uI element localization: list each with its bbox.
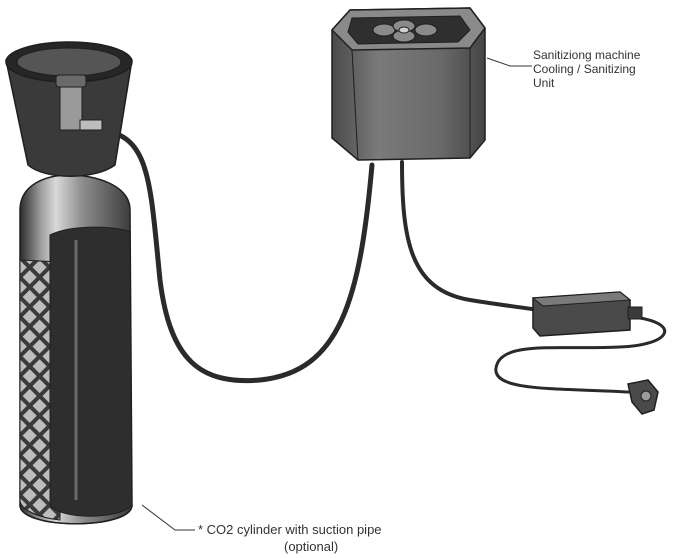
power-adapter	[531, 291, 643, 337]
cylinder-label-line1: * CO2 cylinder with suction pipe	[198, 522, 382, 537]
unit-leader-line	[486, 57, 532, 67]
unit-label: Sanitiziong machine Cooling / Sanitizing…	[533, 48, 640, 90]
power-plug	[627, 379, 659, 415]
unit-label-line2: Cooling / Sanitizing	[533, 62, 636, 76]
valve-icon	[55, 74, 103, 131]
unit-label-line1: Sanitiziong machine	[533, 48, 641, 62]
fan-icon	[372, 19, 438, 43]
unit-label-line3: Unit	[533, 76, 555, 90]
cylinder-cutaway	[49, 226, 133, 517]
cylinder-leader-line	[141, 504, 195, 531]
co2-cylinder	[19, 174, 133, 525]
cylinder-label-line2: (optional)	[284, 539, 339, 554]
sanitizing-unit	[330, 7, 486, 161]
cylinder-label: * CO2 cylinder with suction pipe (option…	[198, 521, 382, 555]
power-cable	[400, 160, 666, 394]
co2-hose	[97, 127, 375, 384]
